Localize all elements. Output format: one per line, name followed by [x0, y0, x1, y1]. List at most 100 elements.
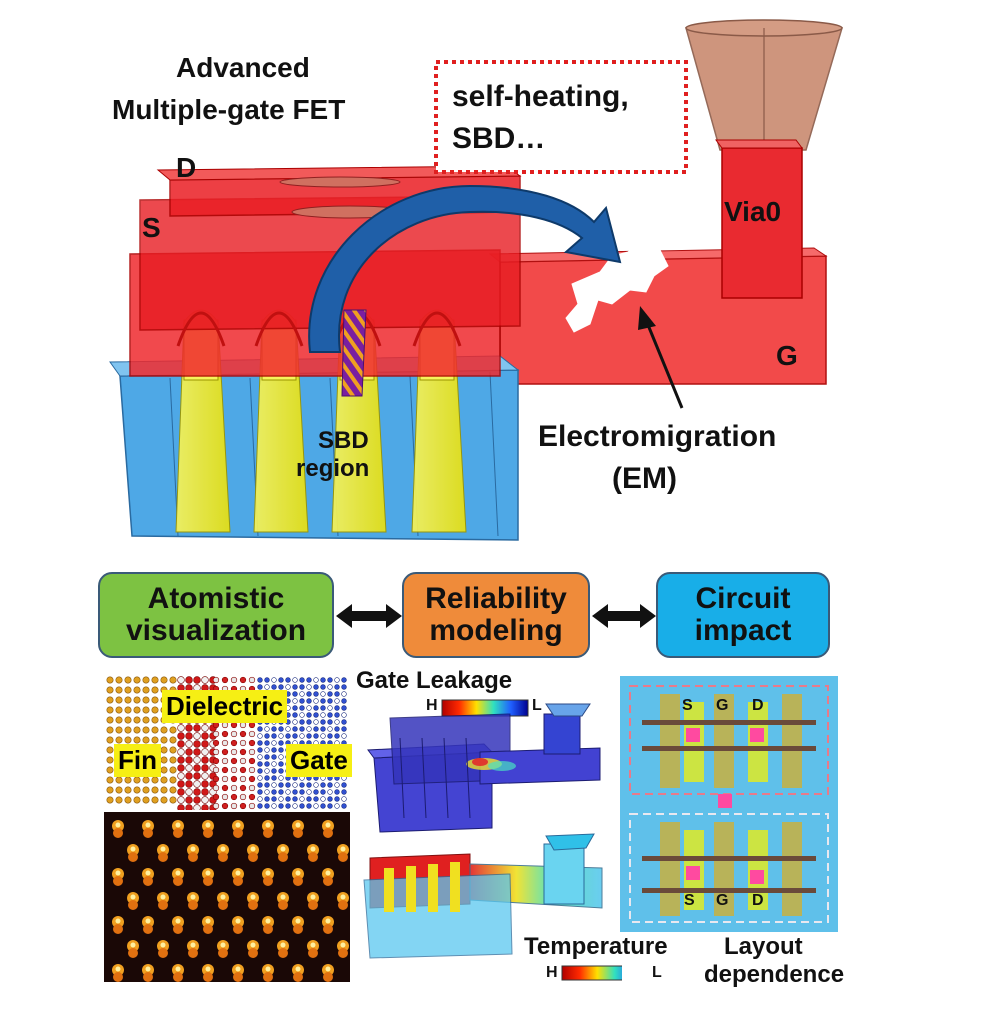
atom — [280, 846, 286, 852]
atom — [327, 705, 333, 711]
atom — [145, 966, 151, 972]
atom — [257, 740, 263, 746]
atom — [299, 789, 305, 795]
atom — [124, 786, 132, 794]
atom — [177, 788, 185, 796]
atom — [327, 782, 333, 788]
atom — [128, 852, 138, 862]
atom — [205, 966, 211, 972]
atom — [278, 796, 284, 802]
atom — [308, 852, 318, 862]
atom — [212, 802, 220, 810]
atom — [201, 724, 209, 732]
atom — [334, 726, 340, 732]
atomic-image — [104, 812, 350, 982]
atom — [113, 924, 123, 934]
atom — [264, 733, 270, 739]
atom — [133, 706, 141, 714]
atom — [193, 796, 201, 804]
em-label-line1: Electromigration — [538, 420, 777, 453]
atom — [113, 876, 123, 886]
atom — [299, 726, 305, 732]
atom — [299, 712, 305, 718]
atom — [327, 733, 333, 739]
atom — [313, 691, 319, 697]
atom — [271, 775, 277, 781]
atom — [142, 696, 150, 704]
label-via0: Via0 — [724, 196, 782, 227]
atom — [177, 756, 185, 764]
atom — [239, 757, 247, 765]
atom — [323, 924, 333, 934]
atom — [264, 684, 270, 690]
atom — [177, 748, 185, 756]
atom — [145, 822, 151, 828]
atom — [212, 775, 220, 783]
atom — [327, 677, 333, 683]
atom — [185, 764, 193, 772]
atom — [292, 684, 298, 690]
atom — [248, 721, 256, 729]
atom — [185, 780, 193, 788]
atom — [327, 684, 333, 690]
atom — [115, 776, 123, 784]
atom — [271, 803, 277, 809]
atom — [257, 796, 263, 802]
atom — [221, 775, 229, 783]
atom — [341, 691, 347, 697]
atom — [142, 716, 150, 724]
atom — [230, 802, 238, 810]
atom — [271, 761, 277, 767]
atom — [299, 719, 305, 725]
atom — [175, 870, 181, 876]
atom — [248, 793, 256, 801]
atom — [239, 793, 247, 801]
atom — [285, 803, 291, 809]
atom — [230, 775, 238, 783]
atom — [292, 789, 298, 795]
atom — [193, 780, 201, 788]
atom — [151, 776, 159, 784]
atom — [221, 784, 229, 792]
atom — [106, 726, 114, 734]
atom — [201, 804, 209, 810]
atom — [248, 802, 256, 810]
atom — [250, 846, 256, 852]
atom — [201, 740, 209, 748]
atom — [230, 721, 238, 729]
double-arrow-right — [592, 604, 656, 628]
atom — [280, 894, 286, 900]
atom — [264, 726, 270, 732]
atom — [185, 756, 193, 764]
atom — [133, 776, 141, 784]
atom — [160, 846, 166, 852]
atom — [221, 676, 229, 684]
layout-top-drain: D — [752, 697, 764, 714]
atom — [271, 740, 277, 746]
atom — [320, 796, 326, 802]
atom — [106, 776, 114, 784]
atom — [133, 686, 141, 694]
atom — [106, 676, 114, 684]
atom — [264, 789, 270, 795]
atom — [320, 698, 326, 704]
atom — [278, 747, 284, 753]
atom — [239, 775, 247, 783]
fin-label: Fin — [114, 744, 161, 777]
atom — [115, 786, 123, 794]
atom — [293, 876, 303, 886]
atom — [341, 712, 347, 718]
via-funnel — [685, 19, 844, 151]
atom — [248, 730, 256, 738]
atom — [151, 696, 159, 704]
atom — [278, 768, 284, 774]
atom — [341, 796, 347, 802]
atom — [113, 972, 123, 982]
atom — [160, 736, 168, 744]
atom — [221, 757, 229, 765]
device-illustration — [109, 19, 844, 541]
atom — [327, 712, 333, 718]
atom — [188, 900, 198, 910]
temperature-label: Temperature — [524, 933, 668, 960]
atom — [203, 828, 213, 838]
